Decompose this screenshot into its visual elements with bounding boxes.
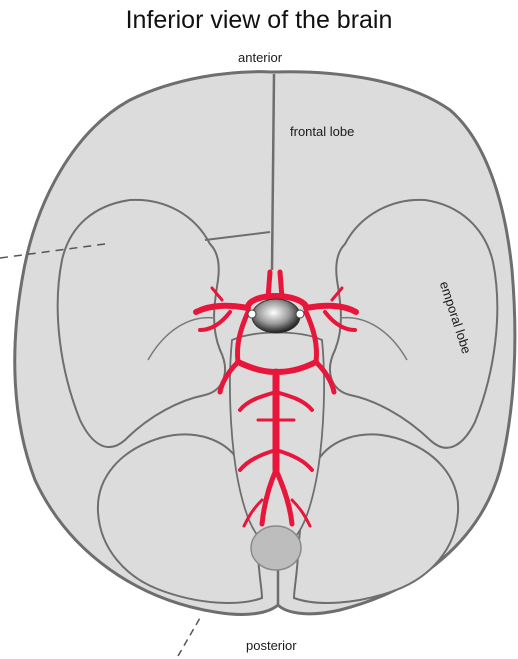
optic-chiasm [252, 299, 300, 333]
right-optic-nerve [296, 310, 304, 318]
anterior-label: anterior [238, 50, 282, 65]
foramen-magnum [251, 526, 301, 570]
leader-line-bottom [178, 618, 200, 656]
diagram-title: Inferior view of the brain [0, 6, 518, 35]
left-optic-nerve [248, 310, 256, 318]
frontal-lobe-label: frontal lobe [290, 124, 354, 139]
posterior-label: posterior [246, 638, 297, 653]
